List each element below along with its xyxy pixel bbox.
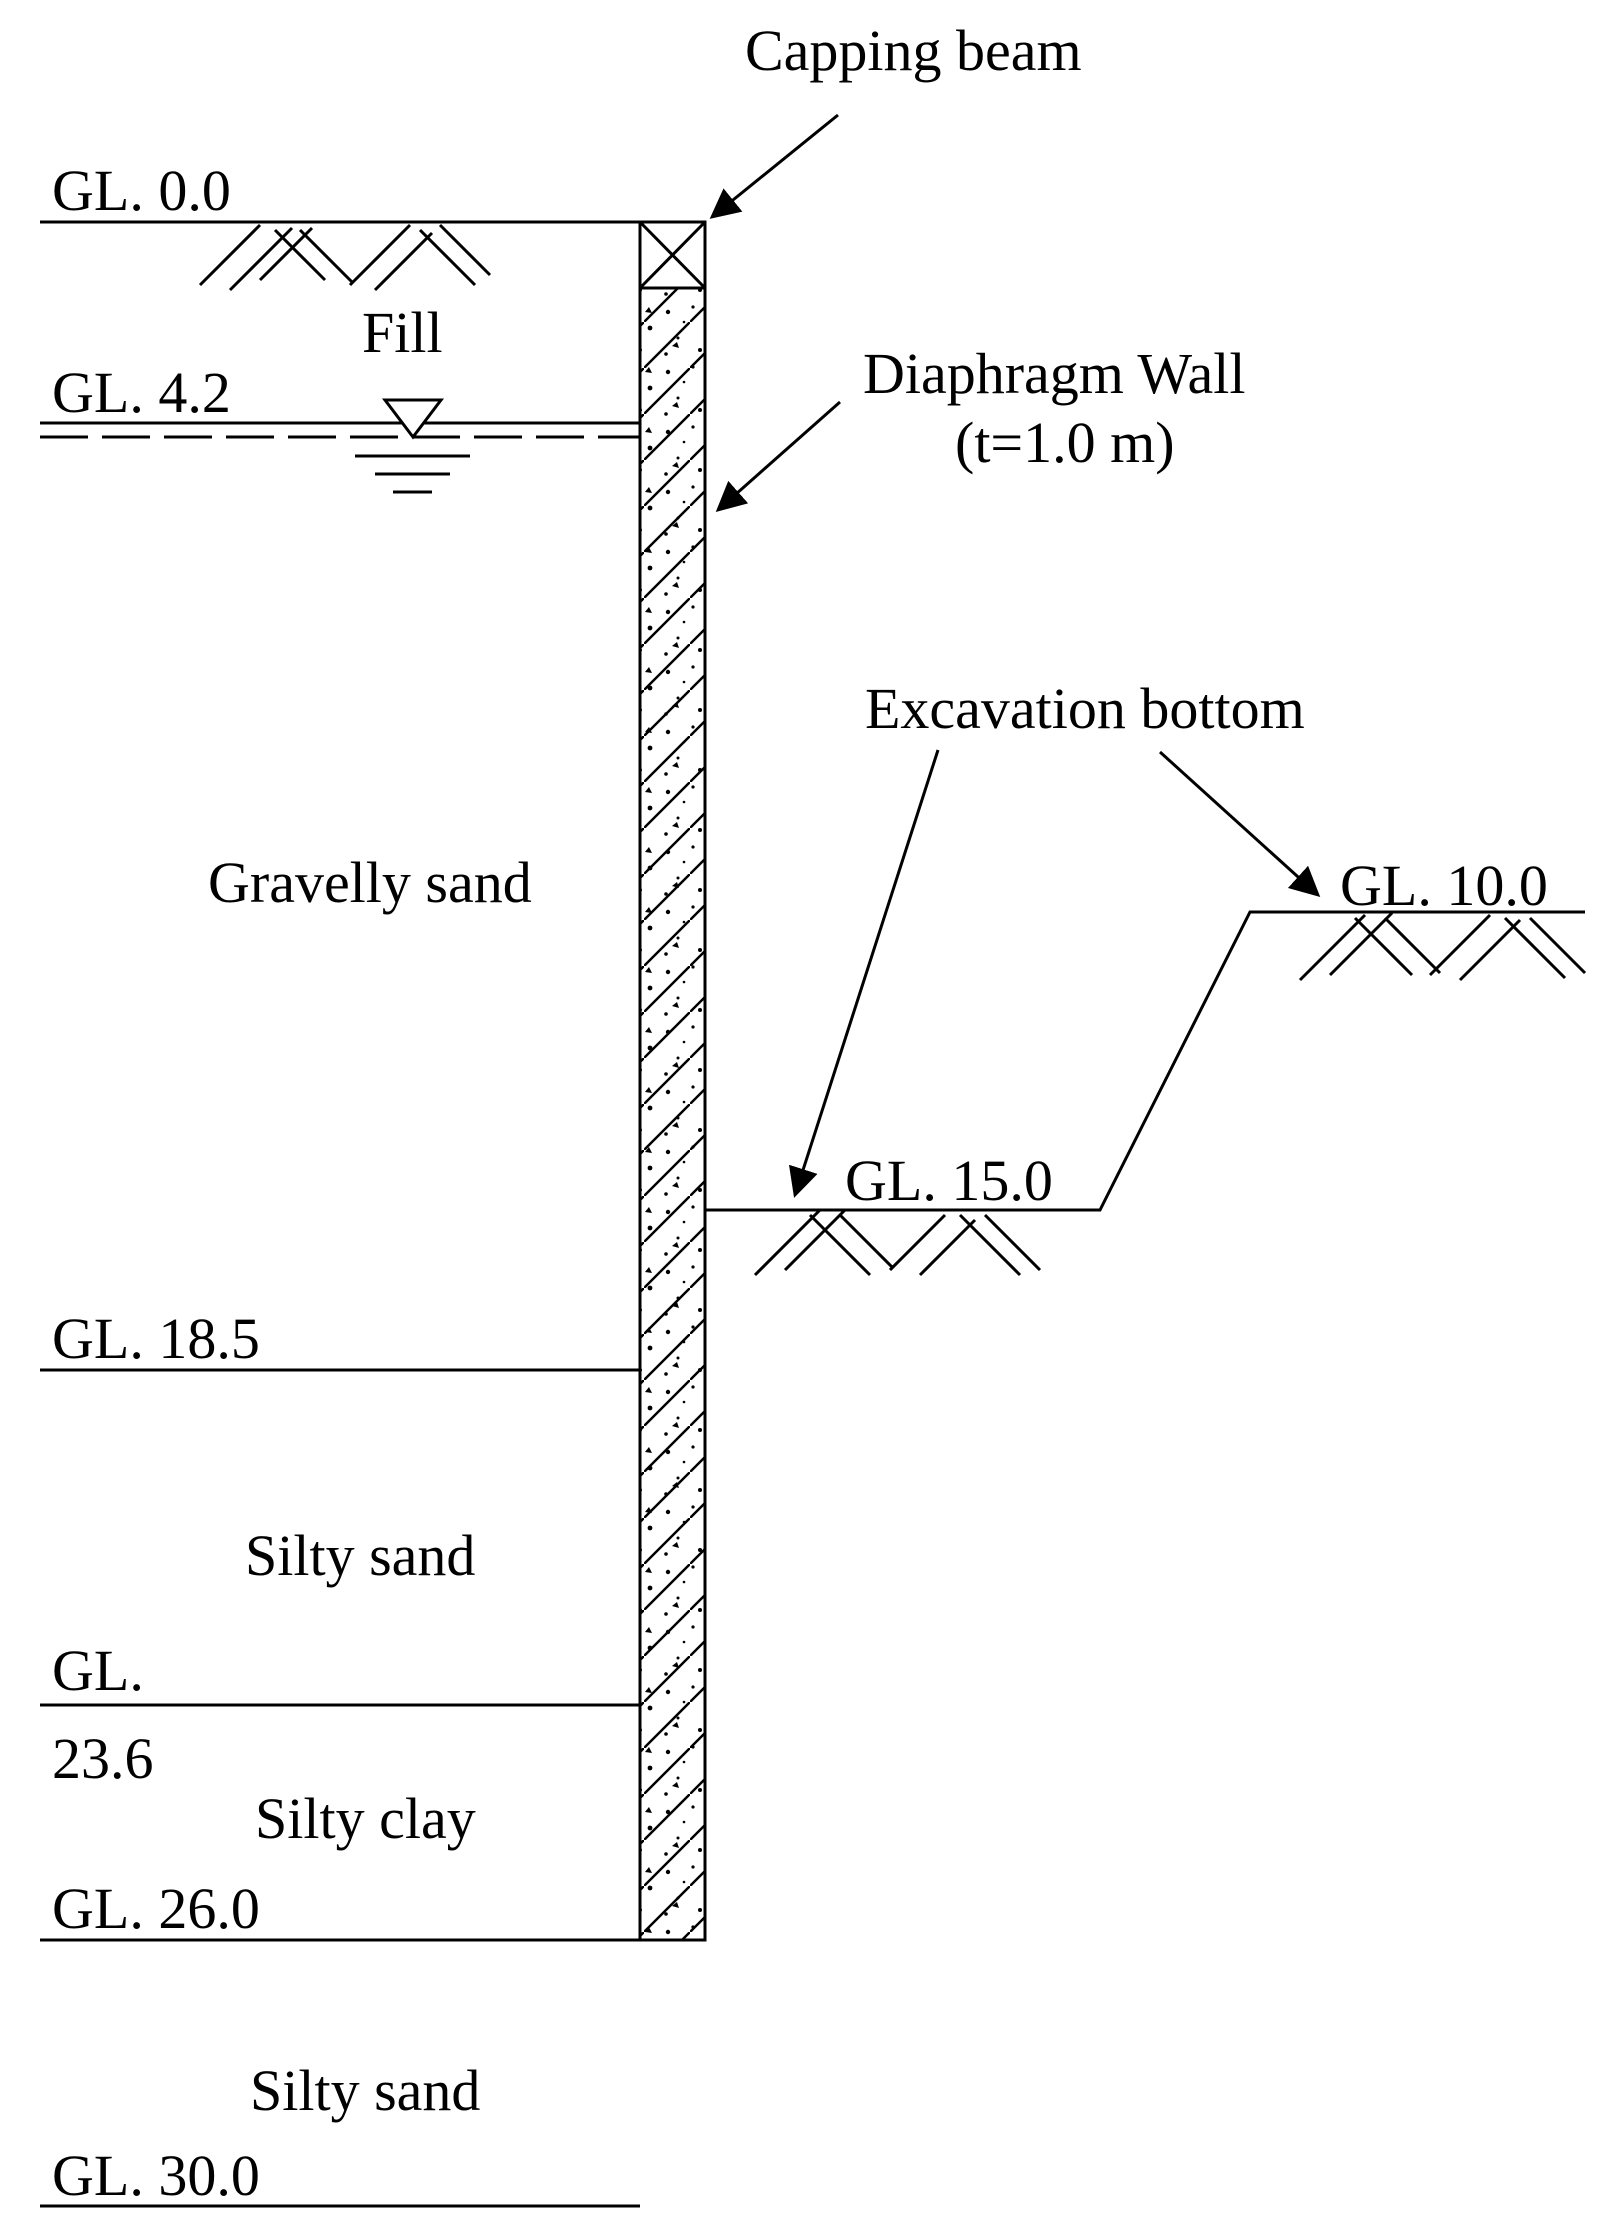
gl-30-label: GL. 30.0 [52,2143,260,2208]
capping-beam [638,220,707,290]
soil-hatch-symbol-top [1298,911,1587,982]
gl-4-2-label: GL. 4.2 [52,360,231,425]
silty-sand-upper-label: Silty sand [245,1523,475,1588]
gl-15-label: GL. 15.0 [845,1148,1053,1213]
gl-10-label: GL. 10.0 [1340,853,1548,918]
diaphragm-wall-thickness-label: (t=1.0 m) [955,410,1175,475]
water-table-symbol [355,398,470,494]
excavation-bottom-label: Excavation bottom [865,676,1305,741]
silty-sand-lower-label: Silty sand [250,2058,480,2123]
fill-label: Fill [362,300,443,365]
gl-23-6-label-line2: 23.6 [52,1726,154,1791]
diaphragm-wall-arrow [715,400,841,512]
diaphragm-wall [638,220,707,1942]
silty-clay-label: Silty clay [255,1786,476,1851]
excavation-bottom-arrow-left [788,749,940,1198]
capping-beam-label: Capping beam [745,18,1082,83]
gravelly-sand-label: Gravelly sand [208,850,532,915]
soil-hatch-symbol-excavation [753,1208,1042,1277]
excavation-profile-line [705,910,1585,1212]
soil-hatch-symbol-surface [198,223,492,292]
gl-18-5-label: GL. 18.5 [52,1306,260,1371]
diaphragm-wall-label: Diaphragm Wall [863,341,1245,406]
excavation-bottom-arrow-right [1158,750,1321,898]
gl-23-6-label-line1: GL. [52,1638,144,1703]
gl-0-label: GL. 0.0 [52,158,231,223]
capping-beam-arrow [709,113,839,219]
gl-26-label: GL. 26.0 [52,1876,260,1941]
